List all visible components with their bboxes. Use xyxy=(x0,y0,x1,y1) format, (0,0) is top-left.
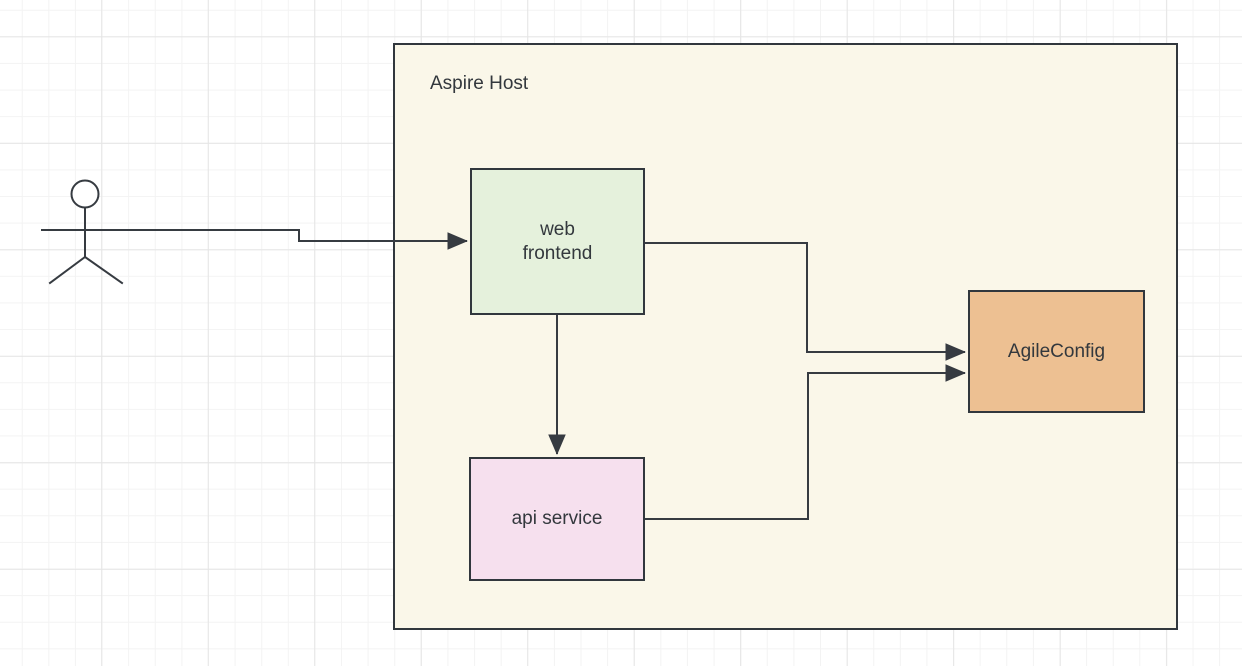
node-web-frontend[interactable]: web frontend xyxy=(470,168,645,315)
actor-leg-right[interactable] xyxy=(83,255,124,285)
api-service-label: api service xyxy=(511,508,603,529)
node-api-service[interactable]: api service xyxy=(469,457,645,581)
actor-head[interactable] xyxy=(70,179,100,209)
aspire-host-label: Aspire Host xyxy=(430,73,529,94)
edge-actor-to-web-frontend[interactable] xyxy=(130,229,466,241)
agileconfig-label: AgileConfig xyxy=(1007,340,1106,362)
node-agileconfig[interactable]: AgileConfig xyxy=(968,290,1145,413)
edge-api-service-to-agileconfig[interactable] xyxy=(645,373,964,520)
actor-stick-figure[interactable] xyxy=(41,179,130,285)
web-frontend-label: web frontend xyxy=(522,218,593,264)
edge-web-frontend-to-agileconfig[interactable] xyxy=(645,242,964,352)
actor-leg-left[interactable] xyxy=(48,255,87,285)
